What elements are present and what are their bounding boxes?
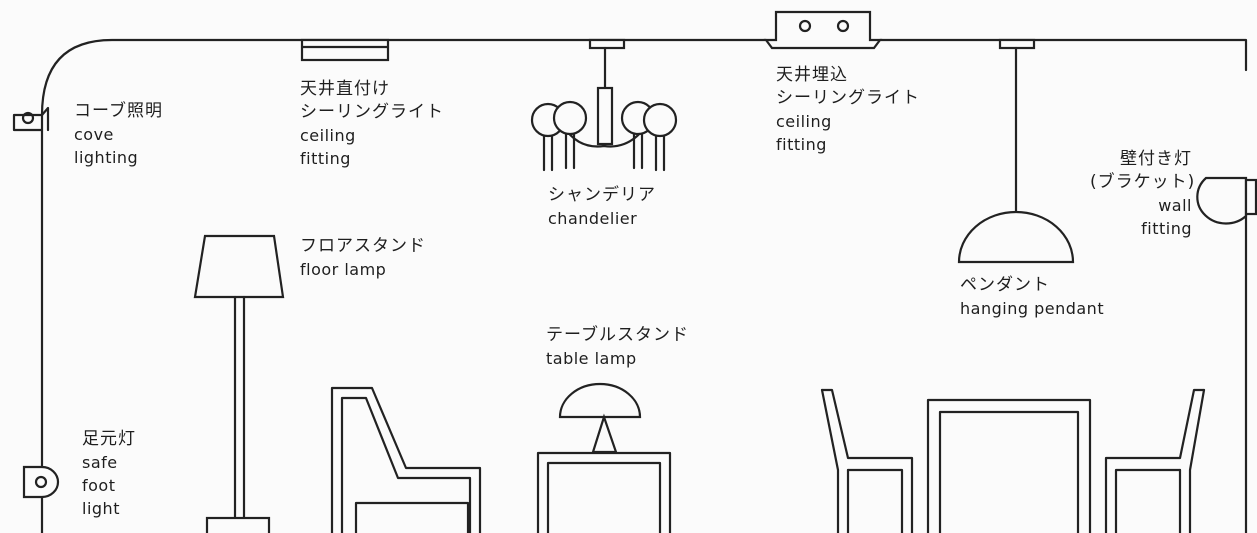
ceiling-direct-ja-2: シーリングライト (300, 102, 444, 122)
cove-en-2: lighting (74, 148, 139, 167)
pendant-icon (957, 38, 1075, 264)
table-lamp-icon (536, 382, 672, 533)
safe-foot-light-label: 足元灯 safe foot light (82, 428, 136, 520)
wall-bracket-icon (1196, 176, 1257, 225)
safe-foot-ja: 足元灯 (82, 429, 136, 449)
safe-foot-light-icon (22, 465, 60, 499)
ceiling-recessed-en-1: ceiling (776, 112, 832, 131)
ceiling-direct-fixture-icon (300, 38, 390, 62)
floor-lamp-label: フロアスタンド floor lamp (300, 235, 426, 281)
chandelier-label: シャンデリア chandelier (548, 184, 656, 230)
ceiling-direct-en-2: fitting (300, 149, 351, 168)
floor-lamp-ja: フロアスタンド (300, 236, 426, 256)
safe-foot-en-3: light (82, 499, 120, 518)
ceiling-recessed-en-2: fitting (776, 135, 827, 154)
chandelier-icon (530, 38, 678, 172)
table-lamp-ja: テーブルスタンド (546, 325, 689, 345)
wall-en-2: fitting (1141, 219, 1192, 238)
wall-ja-2: (ブラケット) (1090, 172, 1196, 192)
table-lamp-en: table lamp (546, 349, 637, 368)
ceiling-recessed-ja-2: シーリングライト (776, 88, 920, 108)
pendant-ja: ペンダント (960, 275, 1050, 295)
wall-en-1: wall (1158, 196, 1192, 215)
floor-lamp-en: floor lamp (300, 260, 387, 279)
ceiling-recessed-ja-1: 天井埋込 (776, 65, 848, 85)
ceiling-direct-label: 天井直付け シーリングライト ceiling fitting (300, 78, 444, 170)
ceiling-direct-ja-1: 天井直付け (300, 79, 390, 99)
wall-fitting-label: 壁付き灯 (ブラケット) wall fitting (1090, 148, 1196, 240)
dining-set-icon (820, 388, 1206, 533)
floor-lamp-icon (193, 234, 285, 533)
ceiling-direct-en-1: ceiling (300, 126, 356, 145)
ceiling-recessed-label: 天井埋込 シーリングライト ceiling fitting (776, 64, 920, 156)
cove-en-1: cove (74, 125, 114, 144)
pendant-en: hanging pendant (960, 299, 1105, 318)
safe-foot-en-2: foot (82, 476, 116, 495)
chandelier-en: chandelier (548, 209, 638, 228)
pendant-label: ペンダント hanging pendant (960, 274, 1104, 320)
safe-foot-en-1: safe (82, 453, 118, 472)
armchair-icon (330, 386, 482, 533)
table-lamp-label: テーブルスタンド table lamp (546, 324, 689, 370)
cove-lighting-label: コーブ照明 cove lighting (74, 100, 163, 169)
chandelier-ja: シャンデリア (548, 185, 656, 205)
cove-ja: コーブ照明 (74, 101, 163, 121)
ceiling-recessed-fixture-icon (763, 10, 883, 50)
wall-ja-1: 壁付き灯 (1120, 149, 1192, 169)
cove-lighting-icon (12, 106, 50, 132)
